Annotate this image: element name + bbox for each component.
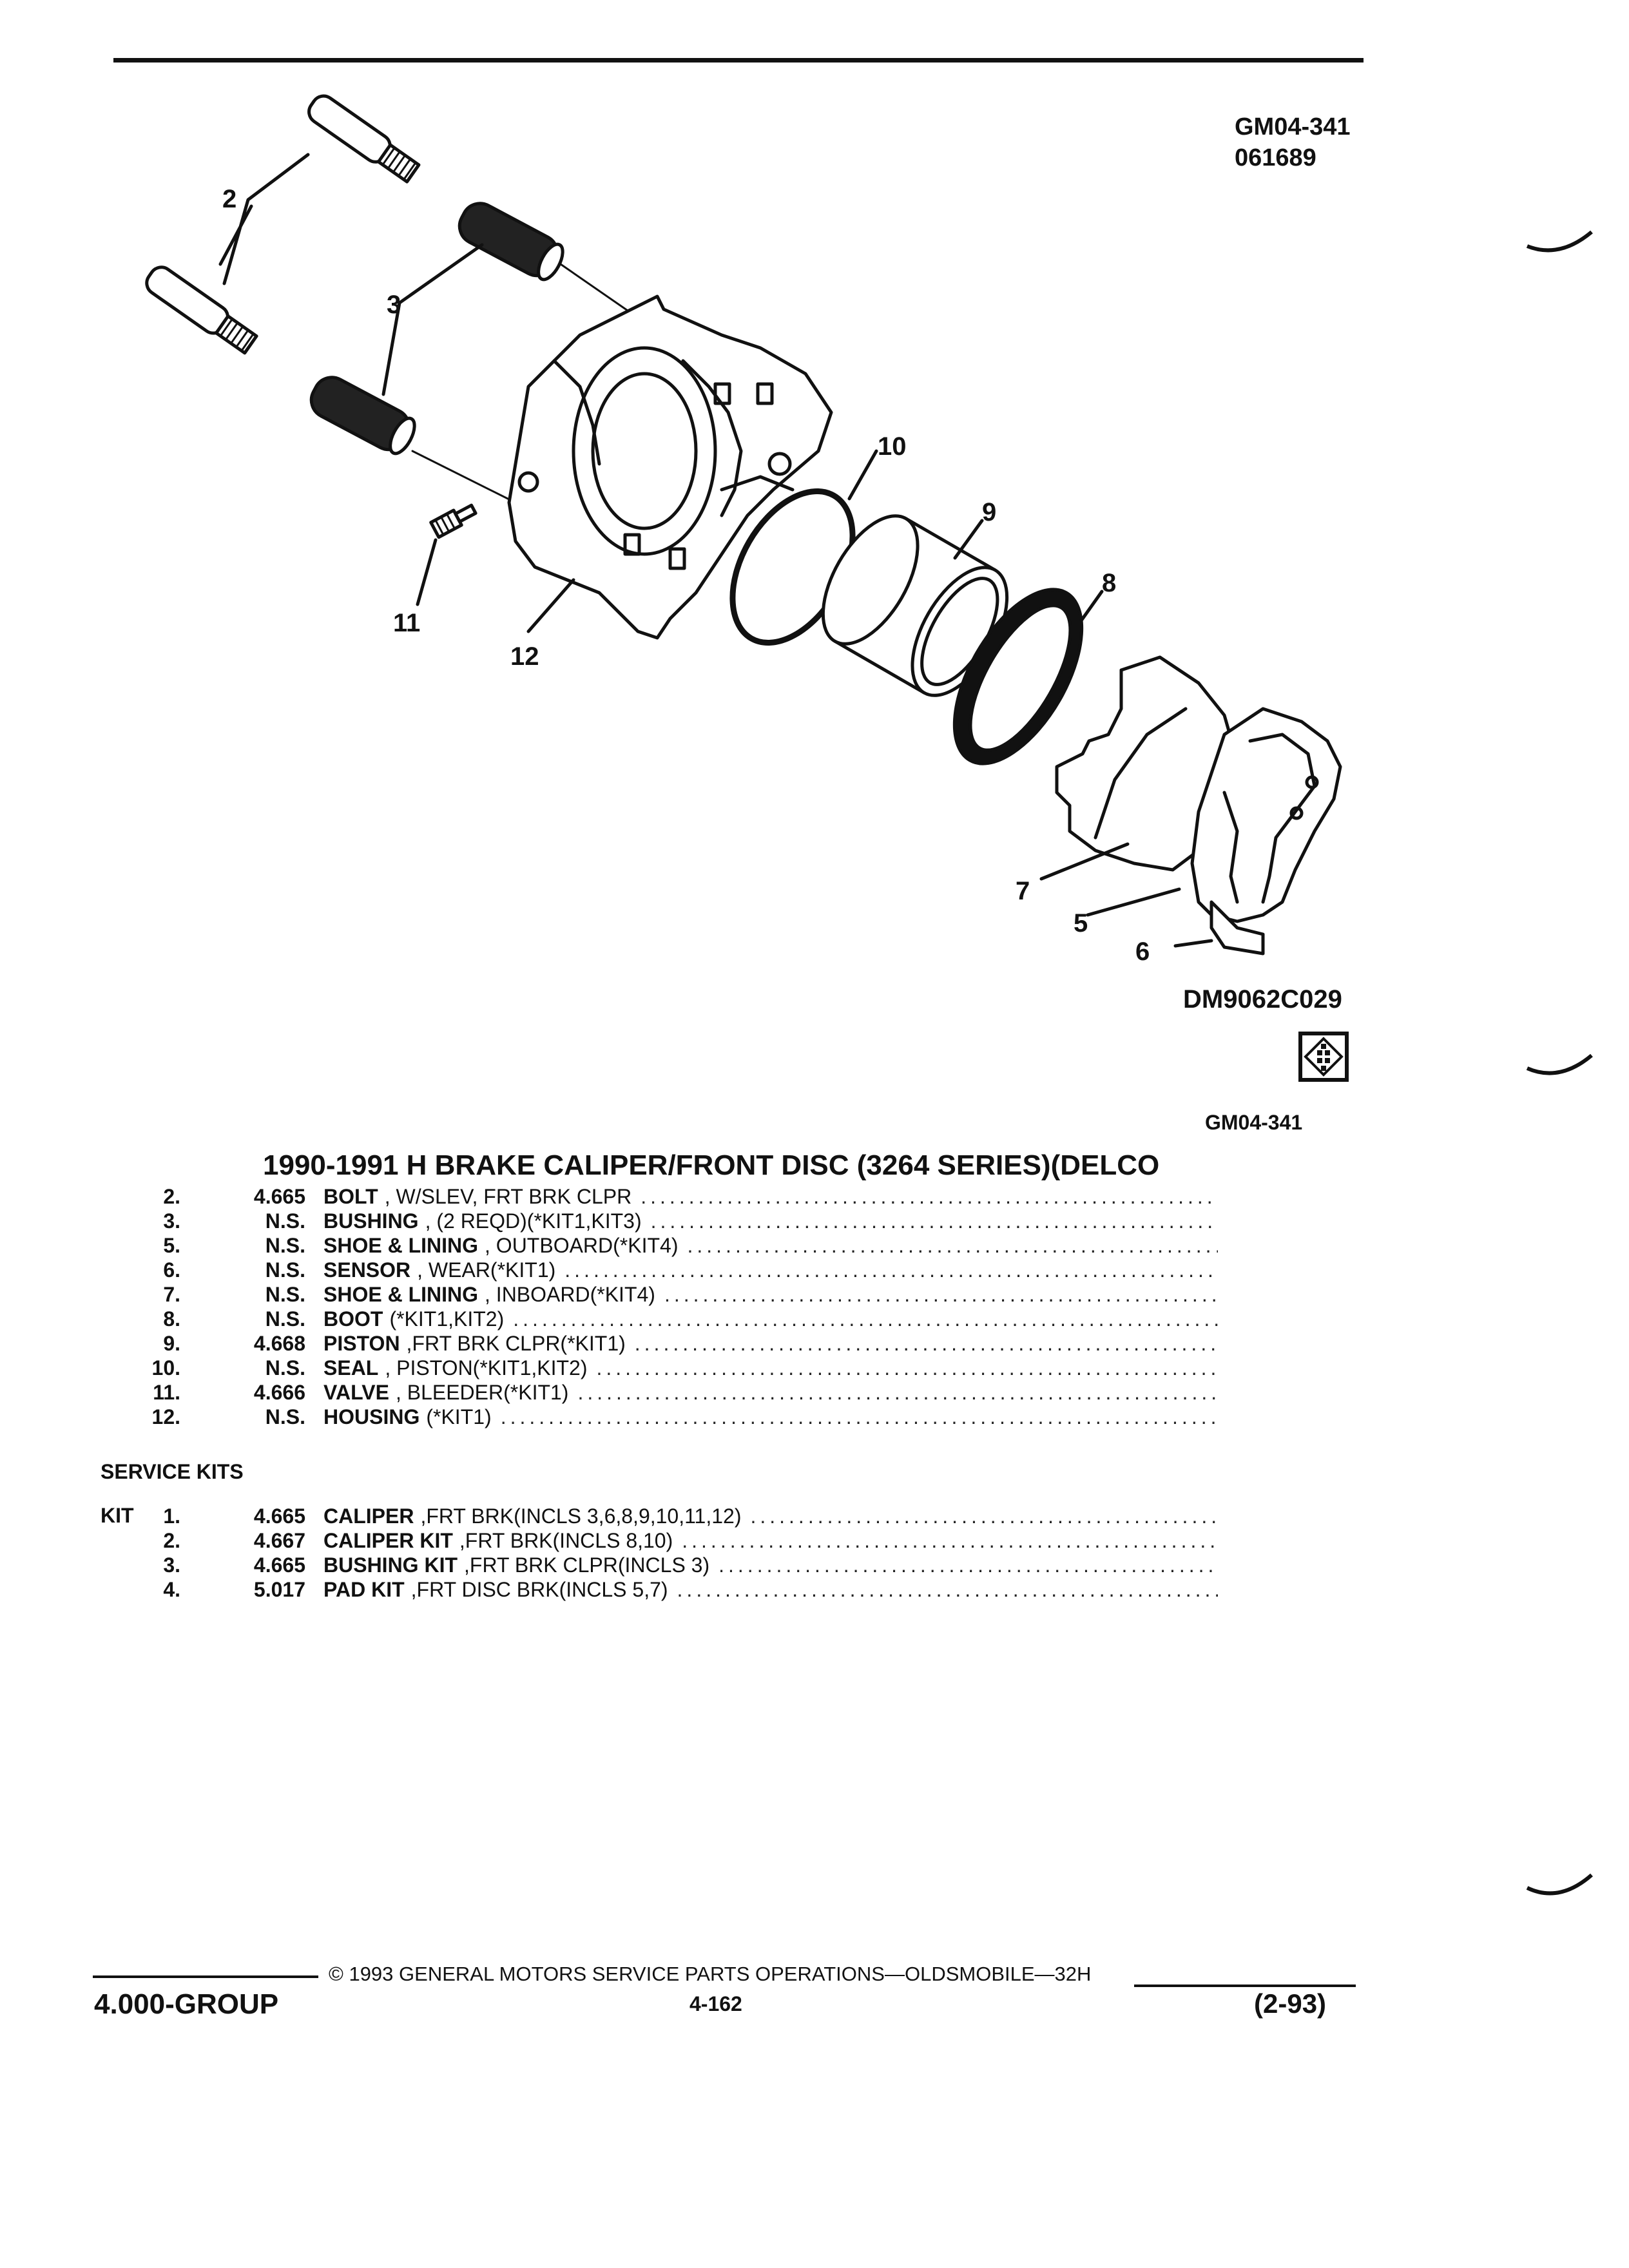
callout-6: 6 bbox=[1135, 937, 1150, 966]
callout-2: 2 bbox=[222, 185, 236, 213]
wear-sensor bbox=[1210, 900, 1265, 956]
footer-date: (2-93) bbox=[1254, 1988, 1327, 2019]
list-item: 5.N.S.SHOE & LINING, OUTBOARD(*KIT4)....… bbox=[163, 1234, 1218, 1257]
list-item: 12.N.S.HOUSING(*KIT1)...................… bbox=[151, 1405, 1218, 1428]
diagram-ref-code: DM9062C029 bbox=[1183, 985, 1342, 1014]
footer-rule-left bbox=[93, 1975, 318, 1978]
footer-group: 4.000-GROUP bbox=[94, 1988, 279, 2020]
bushing-lower bbox=[309, 376, 416, 456]
callout-9: 9 bbox=[982, 498, 996, 526]
bushing-upper bbox=[458, 202, 564, 282]
page-title: 1990-1991 H BRAKE CALIPER/FRONT DISC (32… bbox=[263, 1149, 1160, 1181]
diamond-grid-icon bbox=[1298, 1032, 1349, 1082]
kit-label: KIT bbox=[101, 1504, 134, 1527]
footer-copyright: © 1993 GENERAL MOTORS SERVICE PARTS OPER… bbox=[329, 1963, 1092, 1985]
callout-5: 5 bbox=[1074, 909, 1088, 937]
bleeder-valve bbox=[429, 503, 477, 539]
bolt-upper bbox=[307, 94, 421, 184]
callout-12: 12 bbox=[510, 642, 539, 671]
inboard-shoe bbox=[1055, 655, 1239, 872]
callout-11: 11 bbox=[393, 609, 420, 637]
service-kits-heading: SERVICE KITS bbox=[101, 1460, 244, 1483]
header-date-code: 061689 bbox=[1235, 144, 1316, 171]
brake-caliper-exploded-diagram: 2 3 10 9 8 11 12 7 5 6 bbox=[145, 94, 1342, 966]
callout-3: 3 bbox=[387, 291, 401, 319]
footer-rule-right bbox=[1134, 1984, 1356, 1987]
footer-page-number: 4-162 bbox=[689, 1992, 742, 2015]
header-code: GM04-341 bbox=[1235, 113, 1351, 140]
list-item: 7.N.S.SHOE & LINING, INBOARD(*KIT4).....… bbox=[163, 1283, 1218, 1306]
callout-10: 10 bbox=[878, 432, 907, 461]
caliper-housing bbox=[507, 294, 833, 640]
callout-7: 7 bbox=[1016, 877, 1030, 905]
callout-8: 8 bbox=[1102, 569, 1116, 597]
binder-marks bbox=[1526, 230, 1593, 1896]
piston-boot bbox=[952, 588, 1084, 765]
list-item: 3.N.S.BUSHING, (2 REQD)(*KIT1,KIT3).....… bbox=[163, 1209, 1218, 1233]
list-item: 8.N.S.BOOT(*KIT1,KIT2)..................… bbox=[163, 1307, 1218, 1331]
list-item: 6.N.S.SENSOR, WEAR(*KIT1)...............… bbox=[163, 1258, 1218, 1282]
top-rule bbox=[113, 58, 1364, 62]
list-item: 10.N.S.SEAL, PISTON(*KIT1,KIT2).........… bbox=[151, 1356, 1218, 1379]
outboard-shoe bbox=[1190, 707, 1342, 956]
group-code: GM04-341 bbox=[1205, 1111, 1303, 1134]
bolt-lower bbox=[145, 265, 258, 355]
